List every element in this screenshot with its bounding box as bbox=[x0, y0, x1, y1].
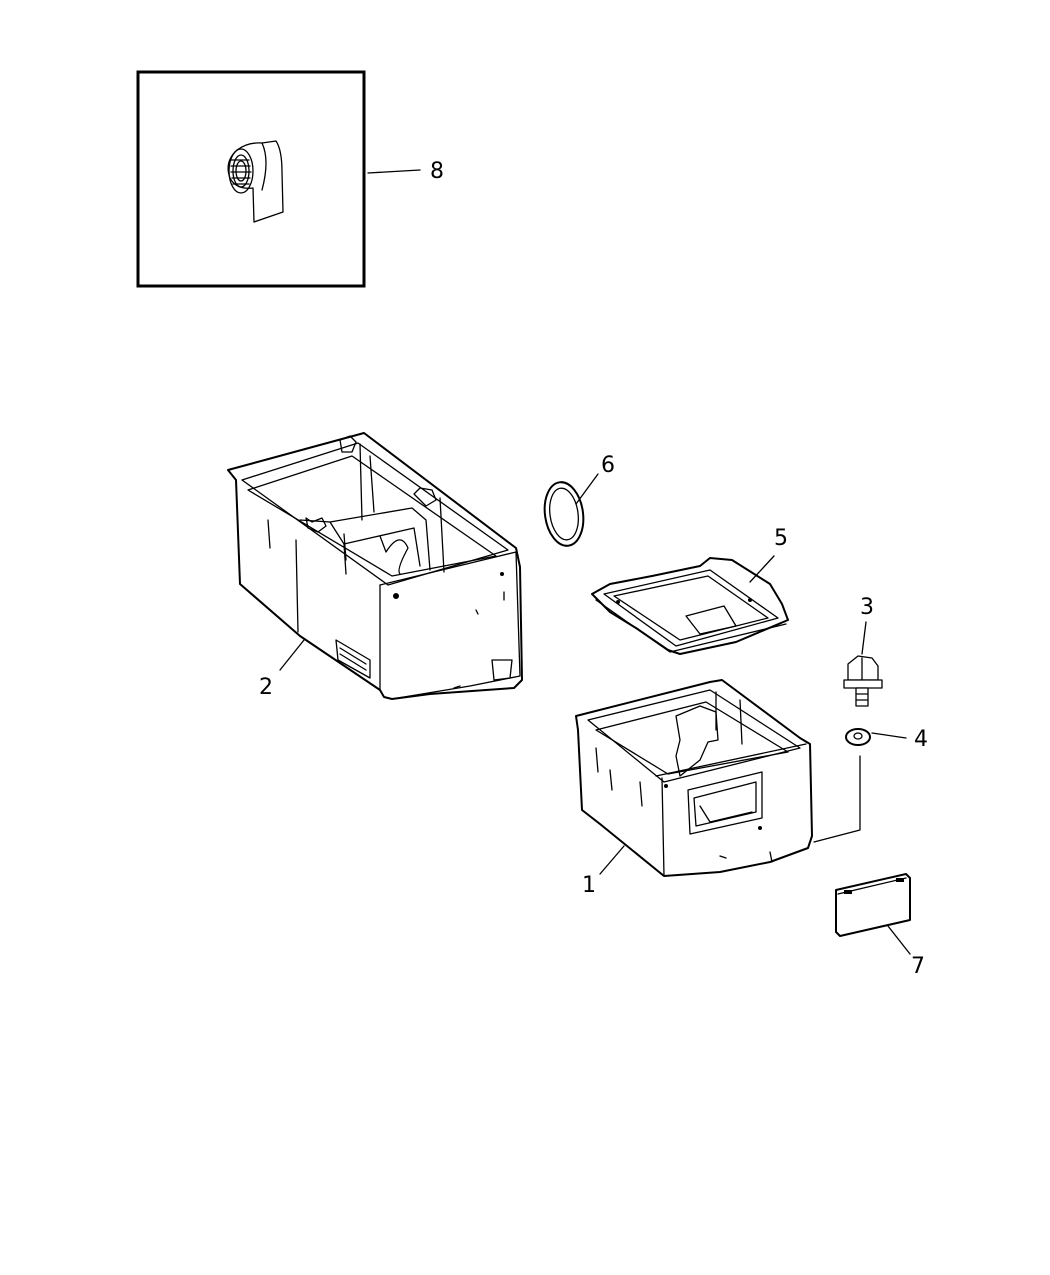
cover-plate bbox=[835, 873, 911, 955]
assembly-line bbox=[813, 755, 861, 843]
leader-2 bbox=[279, 639, 305, 671]
callout-8: 8 bbox=[430, 159, 444, 184]
callout-2: 2 bbox=[259, 675, 273, 700]
console-housing-small bbox=[575, 679, 813, 877]
leader-6 bbox=[575, 473, 599, 505]
tape-roll-icon bbox=[227, 140, 284, 223]
callout-4: 4 bbox=[914, 727, 928, 752]
leader-4 bbox=[871, 732, 907, 739]
leader-7 bbox=[887, 925, 911, 955]
callout-3: 3 bbox=[860, 595, 874, 620]
callout-1: 1 bbox=[582, 873, 596, 898]
washer-icon bbox=[813, 728, 907, 843]
ring-gasket-icon bbox=[543, 473, 599, 547]
hex-bolt-icon bbox=[843, 621, 883, 707]
callout-5: 5 bbox=[774, 526, 788, 551]
leader-8 bbox=[367, 169, 421, 174]
inset-panel bbox=[136, 70, 421, 288]
leader-1 bbox=[599, 845, 625, 875]
leader-3 bbox=[861, 621, 867, 655]
callout-7: 7 bbox=[911, 954, 925, 979]
console-housing-large bbox=[227, 432, 523, 700]
leader-5 bbox=[749, 555, 775, 583]
callout-6: 6 bbox=[601, 453, 615, 478]
storage-tray bbox=[591, 555, 789, 655]
